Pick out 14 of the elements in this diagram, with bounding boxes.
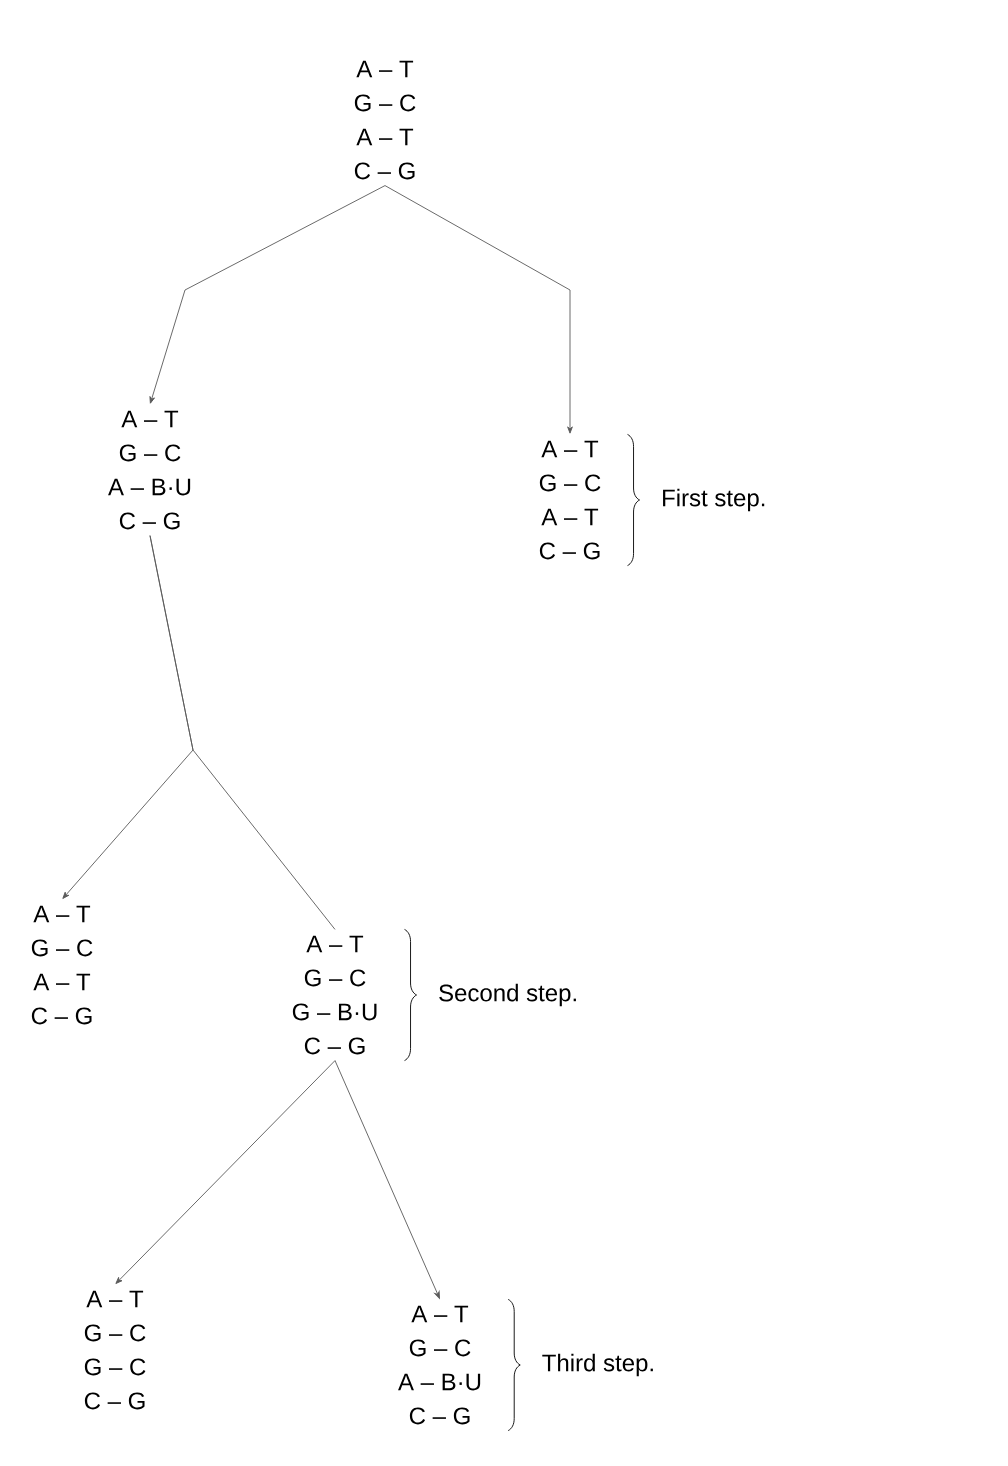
base-pair-stack: A – T G – C A – B·U C – G: [398, 1305, 481, 1425]
step-label: First step.: [663, 488, 765, 512]
arrow: [384, 185, 573, 434]
base-pair-stack: A – T G – C A – T C – G: [354, 60, 416, 180]
arrow: [334, 1060, 440, 1299]
base-pair-stack: A – T G – C A – T C – G: [31, 905, 93, 1025]
step-label: Second step.: [439, 983, 576, 1007]
base-pair-stack: A – T G – C A – T C – G: [539, 440, 601, 560]
base-pair-stack: A – T G – C G – B·U C – G: [292, 935, 377, 1055]
arrow: [149, 185, 386, 404]
base-pair-stack: A – T G – C G – C C – G: [84, 1290, 146, 1410]
step-label: Third step.: [542, 1353, 653, 1377]
base-pair-stack: A – T G – C A – B·U C – G: [108, 410, 191, 530]
arrow: [115, 1060, 336, 1284]
